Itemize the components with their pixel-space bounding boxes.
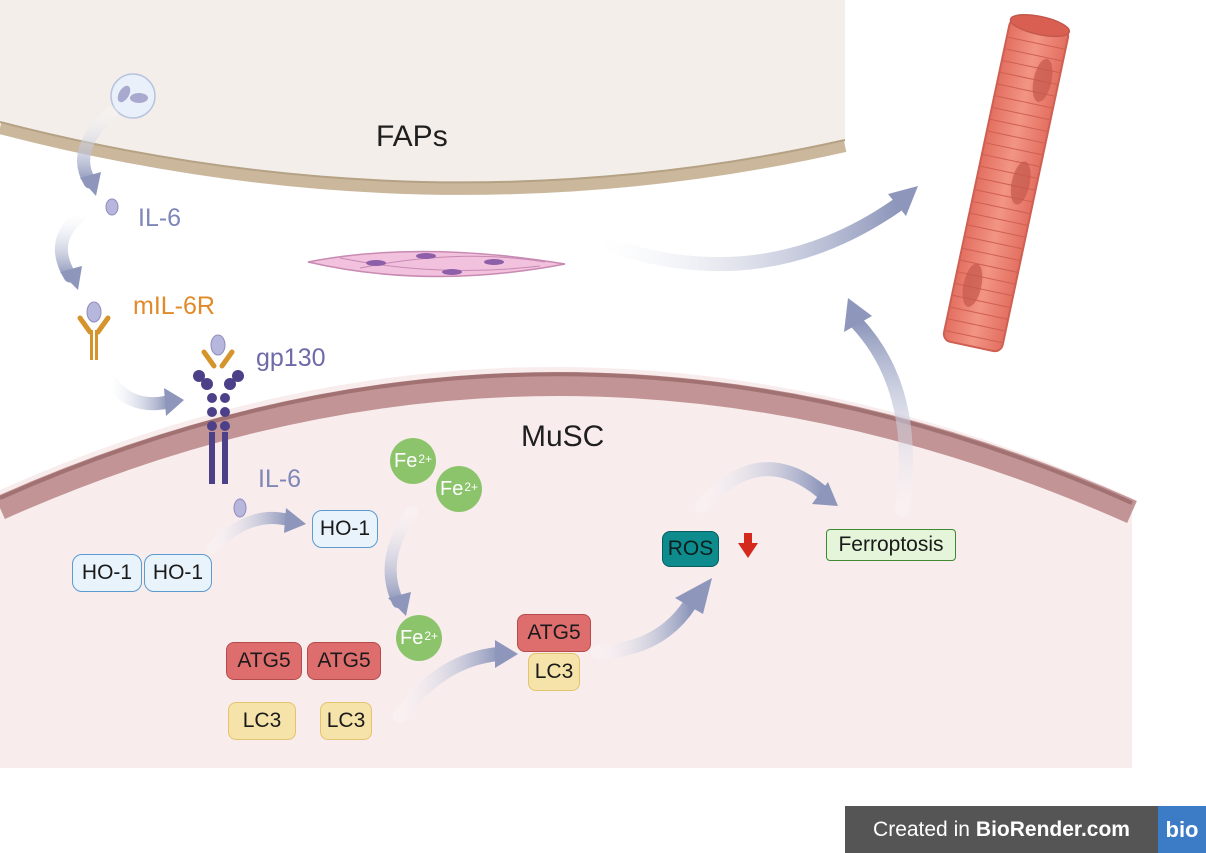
arrow-vesicle-to-il6 [77,105,119,189]
secretory-vesicle-icon [110,73,156,119]
lc3-box: LC3 [228,702,296,740]
arrow-fap-to-muscle [593,199,903,272]
arrow-ferroptosis-to-muscle [849,315,913,517]
arrow-ros-to-ferroptosis [695,462,829,513]
arrow-il6-to-mil6r [55,207,89,283]
il6-inner-label: IL-6 [258,465,302,493]
ho1-dimer-left: HO-1 [72,554,142,592]
pathway-arrows [55,105,918,723]
gp130-receptor-icon [193,334,244,484]
arrow-mil6r-to-gp130 [103,373,175,411]
ferroptosis-box: Ferroptosis [826,529,956,561]
mil6r-label: mIL-6R [133,292,215,320]
faps-label: FAPs [376,120,448,153]
atg5-box: ATG5 [226,642,302,680]
lc3-box: LC3 [320,702,372,740]
muscle-fiber-icon [942,14,1071,353]
arrow-ho1-dimer-to-monomer [206,511,294,554]
musc-label: MuSC [521,420,605,453]
arrow-lc3-to-complex [393,647,505,723]
arrow-complex-to-ros [591,597,697,659]
ho1-dimer-right: HO-1 [144,554,212,592]
credit-prefix: Created in [873,817,970,841]
gp130-label: gp130 [256,344,326,372]
arrow-fe-release [384,506,418,608]
atg5-box: ATG5 [307,642,381,680]
red-down-arrow-icon [738,533,758,558]
mil6r-receptor-icon [77,301,111,360]
biorender-logo: bio [1158,806,1206,853]
ho1-monomer: HO-1 [312,510,378,548]
il6-label: IL-6 [138,204,182,232]
credit-brand: BioRender.com [975,817,1130,841]
il6-molecule-icon [233,498,247,518]
atg5-lc3-complex-lc3: LC3 [528,653,580,691]
faps-cell [0,0,847,195]
fap-fibroblast-icon [307,250,566,278]
il6-molecule-icon [105,198,119,216]
ros-box: ROS [662,531,719,567]
biorender-credit: Created in BioRender.com [845,806,1158,853]
atg5-lc3-complex-atg5: ATG5 [517,614,591,652]
